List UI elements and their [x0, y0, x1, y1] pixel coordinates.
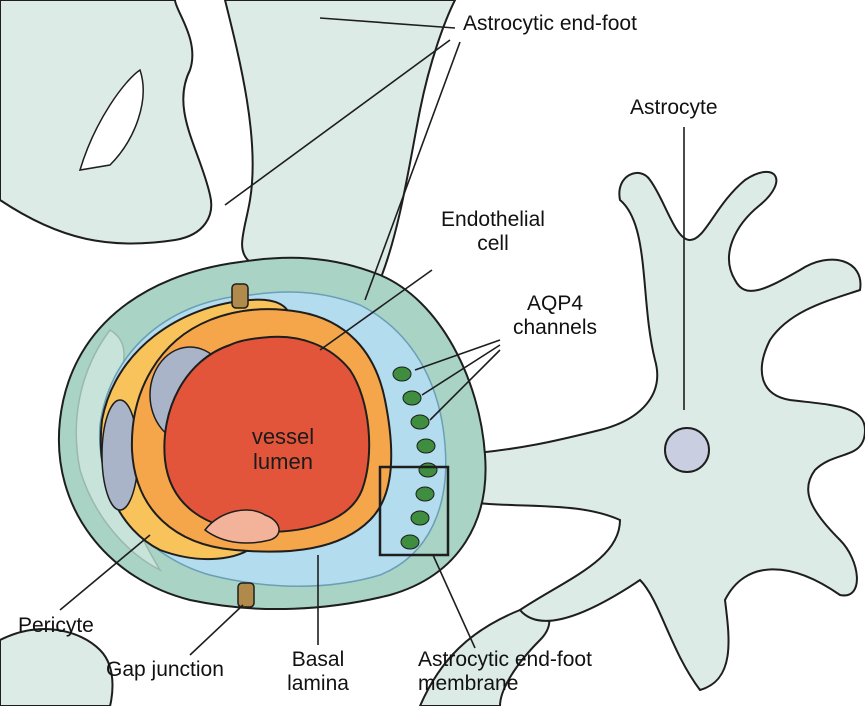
gap-junction-bottom	[238, 583, 254, 607]
label-aqp4-line1: AQP4	[500, 292, 610, 316]
label-aqp4-line2: channels	[500, 316, 610, 340]
label-endothelial-line2: cell	[433, 232, 553, 256]
astrocyte-nucleus	[665, 428, 709, 472]
aqp4-channel	[393, 367, 411, 381]
aqp4-channel	[416, 487, 434, 501]
label-basal-line2: lamina	[278, 672, 358, 696]
label-basal-lamina: Basal lamina	[278, 648, 358, 695]
label-basal-line1: Basal	[278, 648, 358, 672]
label-endothelial-cell: Endothelial cell	[433, 208, 553, 255]
label-astrocyte: Astrocyte	[630, 96, 718, 120]
aqp4-channel	[417, 439, 435, 453]
label-aqp4-channels: AQP4 channels	[500, 292, 610, 339]
label-end-foot-membrane: Astrocytic end-foot membrane	[418, 648, 592, 695]
label-membrane-line2: membrane	[418, 672, 592, 696]
bottom-left-astrocyte	[0, 629, 113, 706]
label-membrane-line1: Astrocytic end-foot	[418, 648, 592, 672]
label-astrocytic-end-foot: Astrocytic end-foot	[463, 12, 637, 36]
aqp4-channel	[419, 463, 437, 477]
label-vessel-line1: vessel	[233, 425, 333, 450]
aqp4-channel	[411, 415, 429, 429]
gap-junction-top	[232, 284, 248, 308]
label-pericyte: Pericyte	[18, 614, 94, 638]
label-endothelial-line1: Endothelial	[433, 208, 553, 232]
upper-astrocyte-process	[225, 0, 455, 280]
label-vessel-line2: lumen	[233, 450, 333, 475]
leader-end-foot-membrane	[433, 555, 475, 648]
aqp4-channel	[411, 511, 429, 525]
label-gap-junction: Gap junction	[106, 658, 224, 682]
aqp4-channel	[403, 391, 421, 405]
label-vessel-lumen: vessel lumen	[233, 425, 333, 474]
aqp4-channel	[401, 535, 419, 549]
leader-gap-junction	[190, 605, 243, 655]
